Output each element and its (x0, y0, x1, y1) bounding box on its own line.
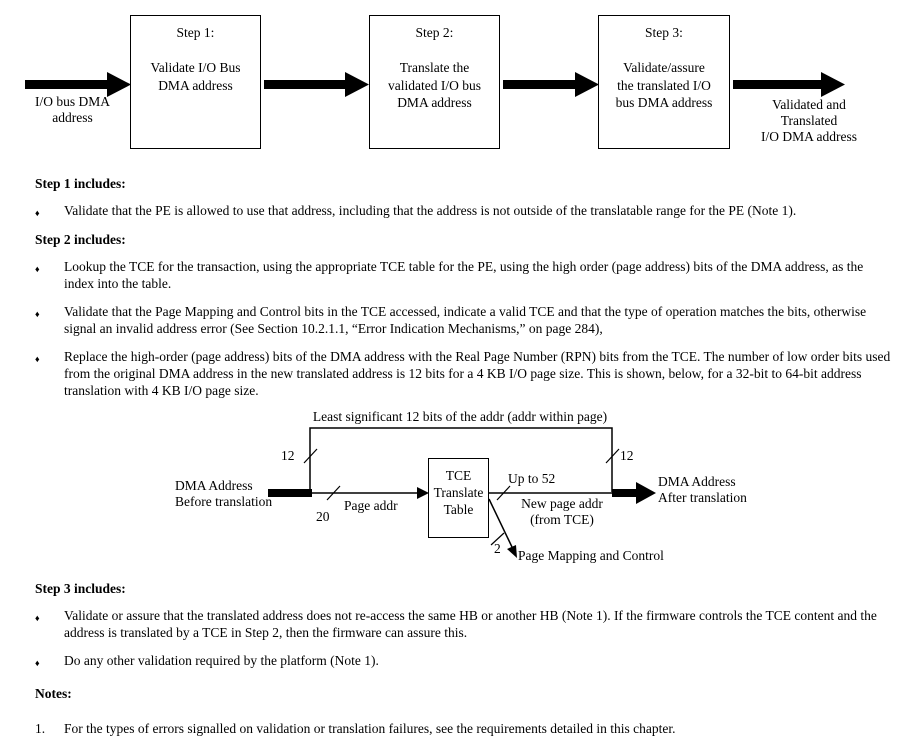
bullet-text: Validate that the Page Mapping and Contr… (64, 304, 867, 336)
tce-top-label: Least significant 12 bits of the addr (a… (312, 409, 608, 424)
bus-width-12-right-label: 12 (620, 448, 634, 463)
bus-width-2-label: 2 (494, 541, 501, 556)
output-arrowhead-icon (636, 482, 656, 504)
input-stub (268, 489, 312, 497)
flow-arrow-3-icon (503, 72, 599, 97)
bus-width-tick (605, 448, 620, 464)
tce-after-label: DMA Address After translation (658, 474, 747, 505)
flow-step3-title: Step 3: (645, 25, 683, 40)
section-heading-step2: Step 2 includes: (35, 232, 126, 247)
bullet-diamond-icon: ♦ (35, 658, 40, 668)
flow-step1-title: Step 1: (176, 25, 215, 40)
bullet-diamond-icon: ♦ (35, 208, 40, 218)
page-addr-label: Page addr (344, 498, 398, 513)
bus-width-20-label: 20 (316, 509, 330, 524)
bullet-diamond-icon: ♦ (35, 613, 40, 623)
flow-output-label: Validated and Translated I/O DMA address (761, 97, 857, 144)
tce-before-label: DMA Address Before translation (175, 478, 273, 509)
flow-step1-box: Step 1: Validate I/O Bus DMA address (130, 15, 261, 149)
tce-translate-table-box: TCE Translate Table (428, 458, 489, 538)
page-mapping-label: Page Mapping and Control (518, 548, 664, 563)
bullet-text: Validate or assure that the translated a… (64, 608, 877, 640)
section-heading-step3: Step 3 includes: (35, 581, 126, 596)
flow-step3-box: Step 3: Validate/assure the translated I… (598, 15, 730, 149)
bullet-item: ♦ Validate that the Page Mapping and Con… (35, 303, 893, 337)
bullet-diamond-icon: ♦ (35, 309, 40, 319)
note-item: 1. For the types of errors signalled on … (35, 720, 893, 737)
flow-step2-body: Translate the validated I/O bus DMA addr… (388, 60, 481, 110)
bullet-diamond-icon: ♦ (35, 264, 40, 274)
flow-arrow-4-icon (733, 72, 845, 97)
bullet-text: Lookup the TCE for the transaction, usin… (64, 259, 864, 291)
bullet-text: Validate that the PE is allowed to use t… (64, 203, 797, 218)
flow-step2-title: Step 2: (415, 25, 454, 40)
bus-width-12-left-label: 12 (281, 448, 295, 463)
bullet-item: ♦ Do any other validation required by th… (35, 652, 893, 672)
flow-step3-body: Validate/assure the translated I/O bus D… (615, 60, 713, 110)
flow-input-label: I/O bus DMA address (34, 94, 110, 125)
bullet-diamond-icon: ♦ (35, 354, 40, 364)
section-heading-step1: Step 1 includes: (35, 176, 126, 191)
bullet-item: ♦ Validate or assure that the translated… (35, 607, 893, 641)
new-page-addr-label: New page addr (from TCE) (521, 496, 603, 527)
up-to-52-label: Up to 52 (508, 471, 556, 486)
flow-step1-body: Validate I/O Bus DMA address (150, 60, 241, 93)
note-number: 1. (35, 721, 46, 736)
bullet-text: Replace the high-order (page address) bi… (64, 349, 891, 398)
bus-width-tick (303, 448, 318, 464)
bus-width-tick (326, 485, 341, 501)
flow-step2-box: Step 2: Translate the validated I/O bus … (369, 15, 500, 149)
bullet-item: ♦ Lookup the TCE for the transaction, us… (35, 258, 893, 292)
notes-heading: Notes: (35, 686, 72, 701)
note-text: For the types of errors signalled on val… (64, 721, 676, 736)
bullet-text: Do any other validation required by the … (64, 653, 379, 668)
bullet-item: ♦ Validate that the PE is allowed to use… (35, 202, 893, 222)
control-arrowhead-icon (507, 545, 517, 558)
flow-arrow-2-icon (264, 72, 369, 97)
bullet-item: ♦ Replace the high-order (page address) … (35, 348, 893, 399)
